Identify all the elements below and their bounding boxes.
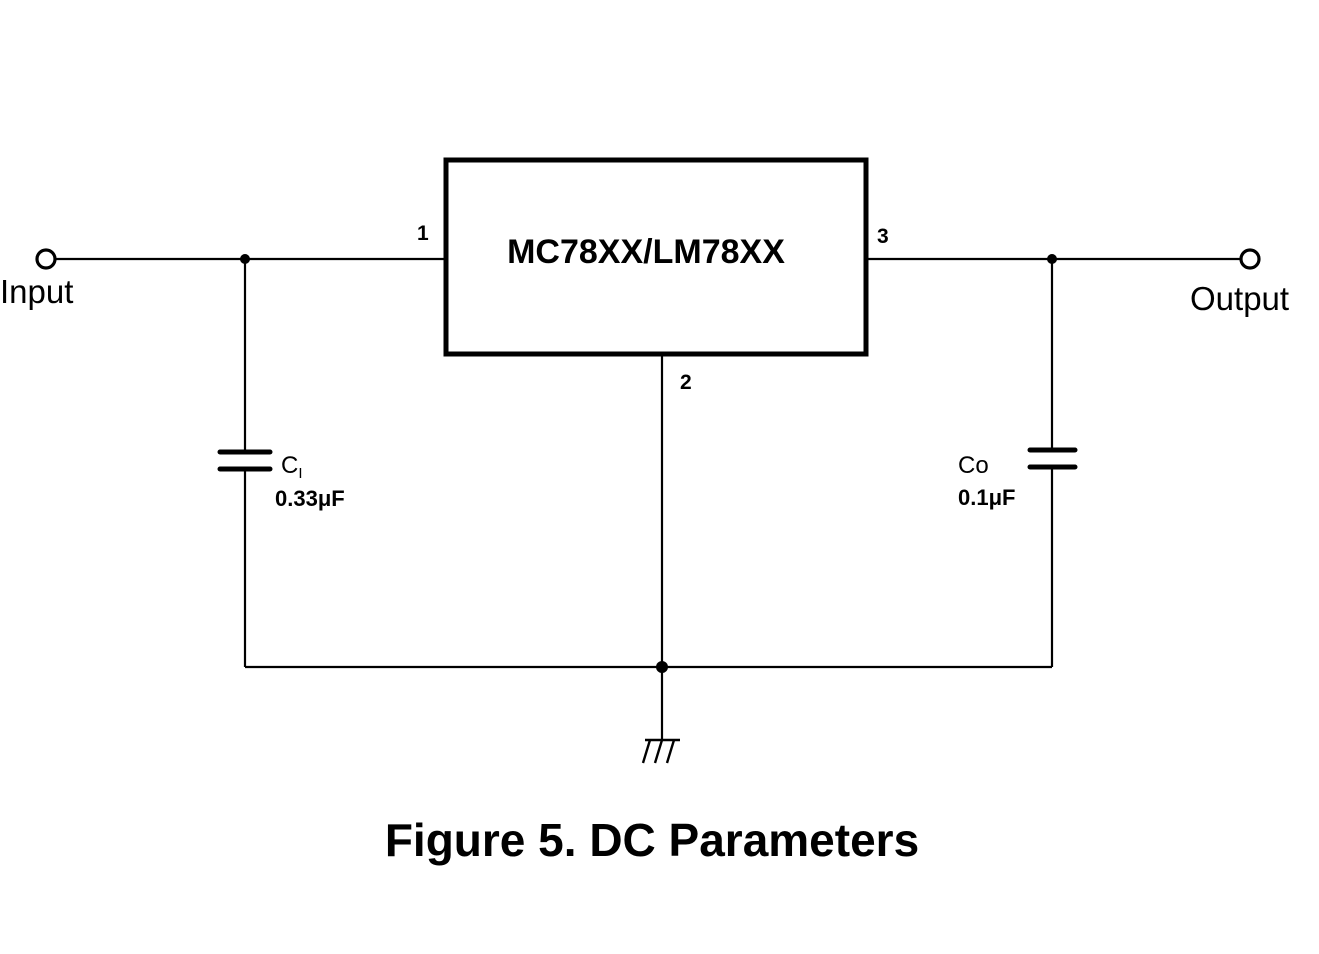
input-terminal — [35, 248, 57, 270]
figure-caption: Figure 5. DC Parameters — [385, 814, 919, 866]
output-cap-value: 0.1μF — [958, 485, 1015, 510]
input-cap-name: CI — [281, 452, 303, 482]
output-capacitor — [1027, 447, 1078, 470]
input-capacitor — [217, 449, 273, 472]
output-label: Output — [1190, 280, 1289, 317]
ground-hatch-2 — [653, 739, 664, 764]
output-junction-dot — [1047, 254, 1057, 264]
regulator-ic — [443, 157, 869, 357]
input-cap-value: 0.33μF — [275, 486, 345, 511]
ground-hatch-1 — [641, 739, 652, 764]
input-label: Input — [0, 273, 73, 310]
wires — [56, 257, 1240, 740]
input-junction-dot — [240, 254, 250, 264]
regulator-label: MC78XX/LM78XX — [507, 233, 785, 271]
output-cap-name: Co — [958, 452, 989, 479]
output-terminal — [1239, 248, 1261, 270]
pin-2-label: 2 — [680, 371, 692, 394]
ground-hatch-3 — [665, 739, 676, 764]
pin-3-label: 3 — [877, 225, 889, 248]
ground-symbol — [641, 738, 680, 764]
ground-junction-dot — [656, 661, 668, 673]
pin-1-label: 1 — [417, 222, 429, 245]
